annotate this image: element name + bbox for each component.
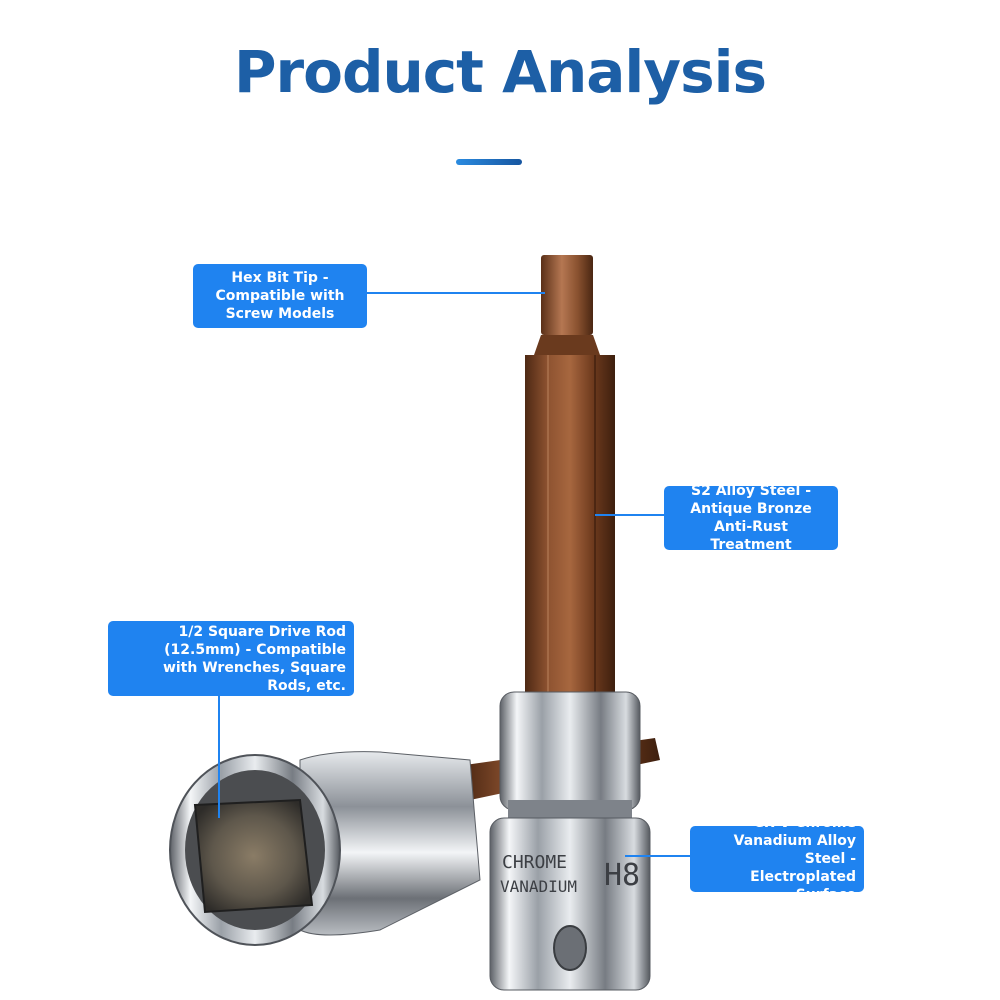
leader-hex-tip [367,292,545,294]
engraving-line1: CHROME [502,852,567,873]
socket-body-side [299,751,481,936]
socket-waist [508,800,632,822]
callout-hex-tip: Hex Bit Tip - Compatible with Screw Mode… [193,264,367,328]
hex-bit-shaft [525,355,615,700]
engraving-line2: VANADIUM [500,877,577,896]
callout-square-drive: 1/2 Square Drive Rod (12.5mm) - Compatib… [108,621,354,696]
callout-s2-steel: S2 Alloy Steel - Antique Bronze Anti-Rus… [664,483,838,553]
size-mark: H8 [604,858,640,893]
socket-lower [489,817,651,991]
socket-upper [499,691,641,811]
page-title: Product Analysis [234,38,767,106]
leader-s2-steel [595,514,664,516]
title-underline [456,159,522,165]
leader-crv-steel [625,855,690,857]
socket-pin-hole [553,925,587,971]
square-drive-hole [193,798,314,914]
square-drive-socket [169,738,660,946]
hex-bit [525,255,615,700]
hex-bit-tip [541,255,593,335]
crv-socket: CHROME VANADIUM H8 [489,691,651,991]
leader-square-drive [218,696,220,818]
callout-crv-steel: CR-V Chrome Vanadium Alloy Steel - Elect… [690,815,864,903]
hex-bit-chamfer [534,335,600,355]
